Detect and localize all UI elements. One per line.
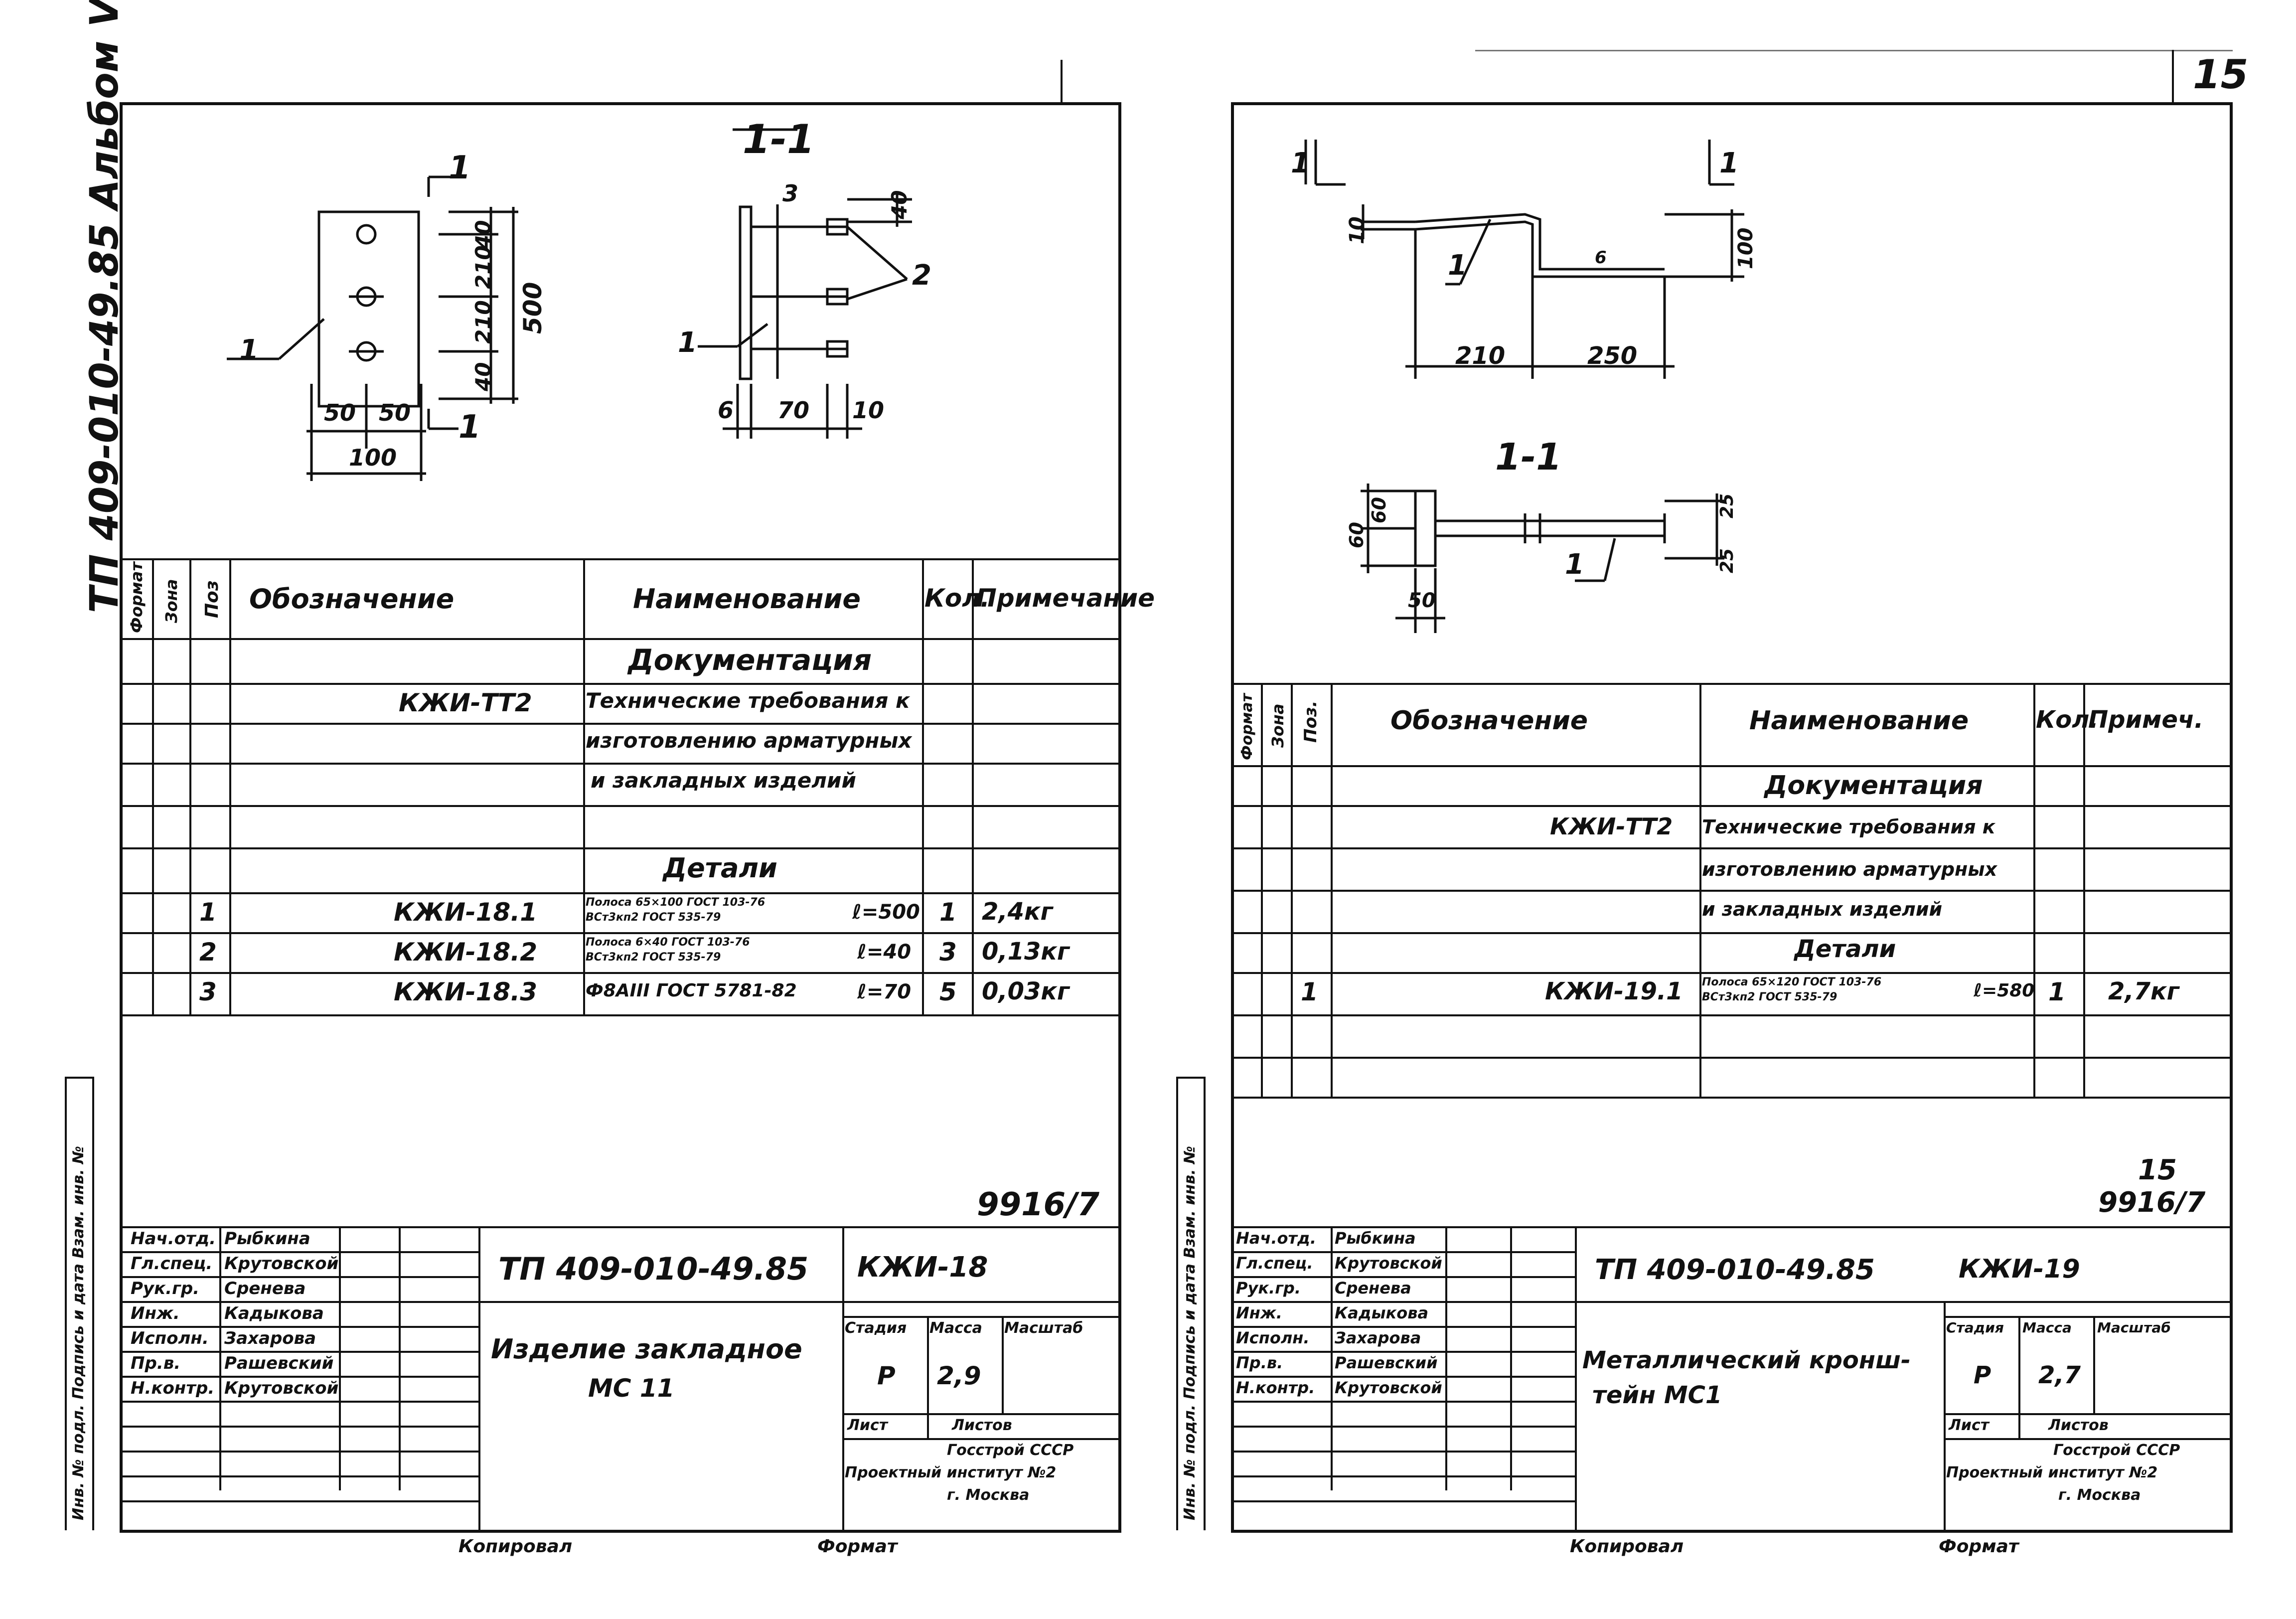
doc-line: изготовлению арматурных (586, 728, 912, 753)
dim: 25 (1717, 548, 1737, 573)
pos-callout: 1 (678, 326, 697, 359)
section-parts: Детали (663, 852, 777, 884)
cut-mark: 1 (449, 150, 471, 186)
dim: 60 (1368, 497, 1390, 523)
col-pos: Поз. (1301, 700, 1321, 743)
pos-callout: 1 (239, 334, 259, 366)
pos-callout: 1 (1565, 548, 1584, 581)
dim: 60 (1346, 522, 1368, 548)
cut-mark: 1 (1291, 147, 1310, 179)
doc-line: и закладных изделий (1702, 898, 1943, 920)
section-parts: Детали (1794, 935, 1896, 963)
page-number: 15 (2193, 51, 2249, 98)
section-label: 1-1 (1495, 436, 1562, 479)
dim: 10 (1346, 216, 1369, 244)
col-name: Наименование (633, 583, 861, 615)
section-docs: Документация (628, 643, 872, 677)
section-docs: Документация (1764, 771, 1983, 801)
cut-mark: 1 (1719, 147, 1739, 179)
doc-number: ТП 409-010-49.85 (498, 1251, 809, 1287)
dim: 3 (782, 180, 799, 207)
pos-callout: 2 (912, 259, 931, 292)
col-format: Формат (1238, 693, 1256, 760)
sheet-number: 9916/7 (2098, 1186, 2206, 1219)
doc-title: Изделие закладное (491, 1333, 802, 1365)
cut-mark: 1 (459, 409, 481, 446)
col-note: Примечание (976, 584, 1155, 613)
side-labels: Инв. № подл. Подпись и дата Взам. инв. № (1181, 1145, 1199, 1520)
doc-code: КЖИ-ТТ2 (1550, 813, 1673, 840)
sheet-number-top: 15 (2138, 1154, 2177, 1186)
pos-callout: 1 (1448, 249, 1467, 282)
doc-line: Технические требования к (1702, 816, 1995, 838)
dim: 6 (718, 397, 734, 424)
doc-title: МС 11 (588, 1374, 675, 1403)
dim: 70 (777, 397, 810, 424)
doc-code: КЖИ-ТТ2 (399, 688, 532, 717)
col-qty: Кол. (924, 584, 990, 613)
dim: 250 (1587, 342, 1638, 370)
dim: 50 (1408, 589, 1436, 612)
col-designation: Обозначение (1390, 706, 1588, 736)
dim: 50 (379, 399, 411, 426)
dim: 210 (1455, 342, 1506, 370)
doc-title: Металлический кронш- (1582, 1346, 1911, 1374)
doc-number: ТП 409-010-49.85 (1595, 1254, 1875, 1286)
doc-line: Технические требования к (586, 688, 910, 713)
sheet-number: 9916/7 (977, 1186, 1100, 1223)
doc-line: изготовлению арматурных (1702, 858, 1997, 880)
dim: 100 (1734, 227, 1757, 270)
doc-mark: КЖИ-19 (1959, 1254, 2080, 1284)
doc-title: тейн МС1 (1592, 1381, 1722, 1409)
dim: 50 (324, 399, 356, 426)
section-label: 1-1 (743, 116, 815, 162)
dim: 25 (1717, 493, 1737, 518)
right-frame (1231, 102, 2233, 1533)
doc-mark: КЖИ-18 (857, 1251, 988, 1284)
col-zone: Зона (1268, 703, 1287, 748)
dim: 10 (852, 397, 885, 424)
dim: 6 (1595, 248, 1607, 268)
left-frame (120, 102, 1121, 1533)
col-name: Наименование (1749, 706, 1969, 736)
col-note: Примеч. (2088, 706, 2204, 734)
col-designation: Обозначение (249, 583, 455, 615)
col-qty: Кол. (2036, 706, 2099, 734)
dim: 100 (349, 444, 397, 471)
doc-line: и закладных изделий (591, 768, 856, 793)
